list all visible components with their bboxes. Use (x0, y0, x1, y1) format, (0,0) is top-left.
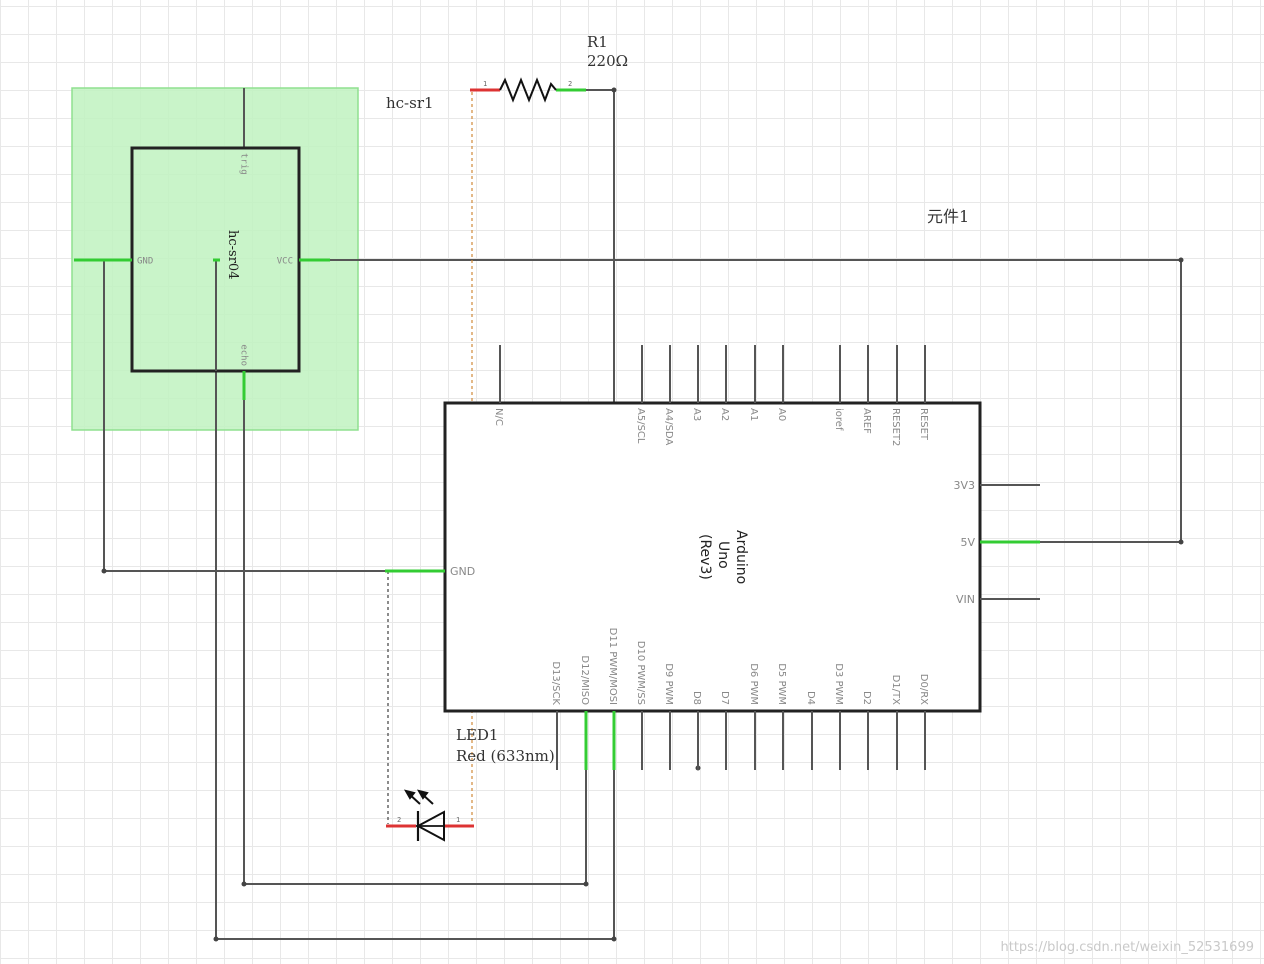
arduino-pin-label-d12-miso: D12/MISO (579, 655, 590, 705)
resistor-value: 220Ω (587, 52, 628, 70)
led-pin1-label: 1 (456, 816, 460, 824)
arduino-pin-label-ioref: ioref (833, 408, 844, 431)
junction-dot (611, 936, 617, 942)
hc-sr04-sensor[interactable]: GND VCC trig echo hc-sr04 hc-sr1 (74, 94, 434, 430)
arduino-pin-label-d8: D8 (691, 691, 702, 705)
wire-trig-to-d11[interactable] (215, 260, 615, 940)
junction-dot (1178, 257, 1184, 263)
sensor-body-label: hc-sr04 (225, 230, 240, 279)
arduino-pin-label-d10-pwm-ss: D10 PWM/SS (635, 641, 646, 705)
arduino-pin-label-aref: AREF (861, 408, 872, 434)
resistor-symbol (499, 77, 557, 103)
arduino-pin-label-5v: 5V (960, 536, 975, 549)
sensor-title: hc-sr1 (386, 94, 434, 112)
arduino-pin-label-d9-pwm: D9 PWM (663, 663, 674, 705)
arduino-pin-label-d2: D2 (861, 691, 872, 705)
led-diode-triangle (415, 810, 445, 842)
sensor-trig-label: trig (239, 153, 249, 175)
resistor-r1[interactable]: 1 2 R1 220Ω (470, 33, 628, 103)
arduino-pin-label-a3: A3 (691, 408, 702, 421)
arduino-pin-label-reset: RESET (918, 408, 929, 441)
arduino-pin-label-d0-rx: D0/RX (918, 674, 929, 705)
led-1[interactable]: 2 1 LED1 Red (633nm) (386, 726, 555, 842)
led-ref: LED1 (456, 726, 498, 744)
arduino-pin-label-a5-scl: A5/SCL (635, 408, 646, 444)
junction-dot (101, 568, 107, 574)
led-emission-arrows-icon (403, 789, 434, 805)
watermark-text: https://blog.csdn.net/weixin_52531699 (1000, 940, 1254, 955)
arduino-pin-label-d3-pwm: D3 PWM (833, 663, 844, 705)
arduino-pin-label-d11-pwm-mosi: D11 PWM/MOSI (607, 628, 618, 705)
wire-vcc-to-5v[interactable] (330, 259, 1182, 543)
junction-dot (213, 936, 219, 942)
junction-dot (583, 881, 589, 887)
wire-echo-to-d12[interactable] (243, 400, 587, 885)
arduino-gnd-label: GND (450, 565, 475, 578)
arduino-bottom-pins: D13/SCK D12/MISO D11 PWM/MOSI D10 PWM/SS D9 … (550, 628, 929, 770)
led-value: Red (633nm) (456, 747, 555, 765)
arduino-pin-label-reset2: RESET2 (890, 408, 901, 446)
sensor-gnd-label: GND (137, 257, 153, 267)
arduino-pin-label-a0: A0 (776, 408, 787, 421)
arduino-pin-label-d5-pwm: D5 PWM (776, 663, 787, 705)
arduino-name-line3: (Rev3) (697, 534, 713, 580)
resistor-pin1-label: 1 (483, 80, 487, 88)
sensor-echo-label: echo (239, 344, 249, 366)
arduino-pin-label-n-c: N/C (493, 408, 504, 426)
arduino-body (443, 401, 982, 713)
resistor-ref: R1 (587, 33, 608, 51)
sensor-vcc-label: VCC (277, 257, 293, 267)
resistor-pin2-label: 2 (568, 80, 572, 88)
arduino-pin-label-d4: D4 (805, 691, 816, 705)
junction-dot (611, 87, 617, 93)
arduino-pin-label-a2: A2 (719, 408, 730, 421)
arduino-pin-label-a4-sda: A4/SDA (663, 408, 674, 445)
arduino-pin-label-d6-pwm: D6 PWM (748, 663, 759, 705)
arduino-pin-label-d13-sck: D13/SCK (550, 661, 561, 705)
arduino-pin-label-a1: A1 (748, 408, 759, 421)
led-pin2-label: 2 (397, 816, 401, 824)
junction-dot (1178, 539, 1184, 545)
arduino-pin-label-d7: D7 (719, 691, 730, 705)
arduino-pin-label-vin: VIN (956, 593, 975, 606)
junction-dot (241, 881, 247, 887)
arduino-right-pins: 3V3 5V VIN (953, 479, 1040, 606)
arduino-name-line2: Uno (715, 541, 731, 569)
arduino-top-pins: N/C A5/SCL A4/SDA A3 A2 A1 A0 ioref AREF RESET2 RE… (493, 345, 929, 446)
arduino-uno[interactable]: N/C A5/SCL A4/SDA A3 A2 A1 A0 ioref AREF RESET2 RE… (385, 207, 1040, 770)
arduino-part-label: 元件1 (927, 207, 969, 226)
arduino-pin-label-d1-tx: D1/TX (890, 675, 901, 706)
arduino-name-line1: Arduino (733, 530, 749, 584)
arduino-pin-label-3v3: 3V3 (953, 479, 975, 492)
